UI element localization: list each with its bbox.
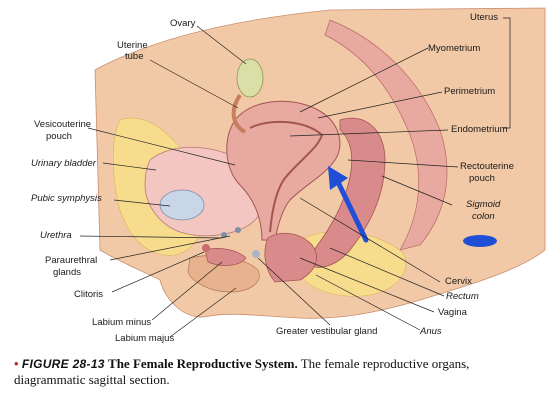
- label-sigmoid-2: colon: [472, 211, 495, 222]
- ovary: [236, 58, 264, 98]
- label-labium-minus: Labium minus: [92, 317, 151, 328]
- leader-urinary-bladder: [102, 162, 157, 171]
- vagina: [264, 232, 317, 283]
- leader-paraurethral: [109, 235, 231, 261]
- label-vesicouterine-2: pouch: [46, 131, 72, 142]
- uterine-tube: [231, 93, 247, 134]
- pointer-arrow-shaft: [335, 179, 369, 243]
- leader-myometrium: [299, 47, 429, 113]
- caption-figure-number: FIGURE 28-13: [21, 357, 105, 371]
- label-endometrium: Endometrium: [451, 124, 508, 135]
- caption-bullet: •: [14, 356, 19, 371]
- figure-caption: • FIGURE 28-13 The Female Reproductive S…: [14, 356, 544, 388]
- pubic-symphysis: [159, 189, 205, 221]
- paraurethral-gland: [235, 227, 241, 233]
- labium-minus: [204, 248, 247, 266]
- label-sigmoid: Sigmoid: [466, 199, 501, 210]
- leader-labium-majus: [169, 287, 237, 338]
- uterus: [226, 100, 341, 241]
- leader-cervix: [299, 197, 441, 283]
- caption-title: The Female Reproductive System.: [108, 356, 298, 371]
- leader-anus: [315, 274, 421, 331]
- pelvic-wall: [324, 19, 448, 251]
- paraurethral-gland: [221, 232, 227, 238]
- label-cervix: Cervix: [445, 276, 472, 287]
- blue-mark: [463, 235, 497, 247]
- leader-vesicouterine: [87, 127, 236, 166]
- label-anus: Anus: [419, 326, 442, 337]
- label-ovary: Ovary: [170, 18, 196, 29]
- label-uterine-tube: Uterine: [117, 40, 148, 51]
- label-rectouterine: Rectouterine: [460, 161, 514, 172]
- leader-pubic-symphysis: [113, 199, 171, 207]
- label-paraurethral-2: glands: [53, 267, 81, 278]
- pointer-arrow-head: [328, 166, 348, 190]
- label-urinary-bladder: Urinary bladder: [31, 158, 97, 169]
- clitoris: [202, 244, 210, 252]
- leader-greater-vestibular: [257, 257, 331, 326]
- uterine-cavity: [249, 120, 324, 233]
- caption-text: The female reproductive organs, diagramm…: [14, 356, 470, 387]
- uterus-bracket: [503, 17, 511, 129]
- leader-labium-minus: [151, 261, 223, 321]
- label-pubic-symphysis: Pubic symphysis: [31, 193, 102, 204]
- leader-rectum: [329, 247, 445, 297]
- leader-urethra: [79, 235, 223, 239]
- label-paraurethral: Paraurethral: [45, 255, 97, 266]
- label-labium-majus: Labium majus: [115, 333, 174, 344]
- leader-clitoris: [111, 251, 205, 293]
- label-rectouterine-2: pouch: [469, 173, 495, 184]
- label-uterine-tube-2: tube: [125, 51, 144, 62]
- label-clitoris: Clitoris: [74, 289, 103, 300]
- label-vesicouterine: Vesicouterine: [34, 119, 91, 130]
- label-vagina: Vagina: [438, 307, 468, 318]
- rectum: [304, 117, 386, 268]
- label-rectum: Rectum: [446, 291, 479, 302]
- label-uterus: Uterus: [470, 12, 498, 23]
- leader-uterine-tube: [149, 59, 239, 109]
- label-urethra: Urethra: [40, 230, 72, 241]
- leader-rectouterine: [347, 159, 459, 168]
- label-perimetrium: Perimetrium: [444, 86, 495, 97]
- leader-endometrium: [289, 129, 449, 137]
- leader-perimetrium: [317, 91, 443, 119]
- label-greater-vestibular: Greater vestibular gland: [276, 326, 377, 337]
- leader-vagina: [299, 257, 435, 313]
- greater-vestibular-gland: [252, 250, 260, 258]
- leader-ovary: [196, 25, 247, 65]
- leader-sigmoid: [381, 175, 453, 206]
- label-myometrium: Myometrium: [428, 43, 480, 54]
